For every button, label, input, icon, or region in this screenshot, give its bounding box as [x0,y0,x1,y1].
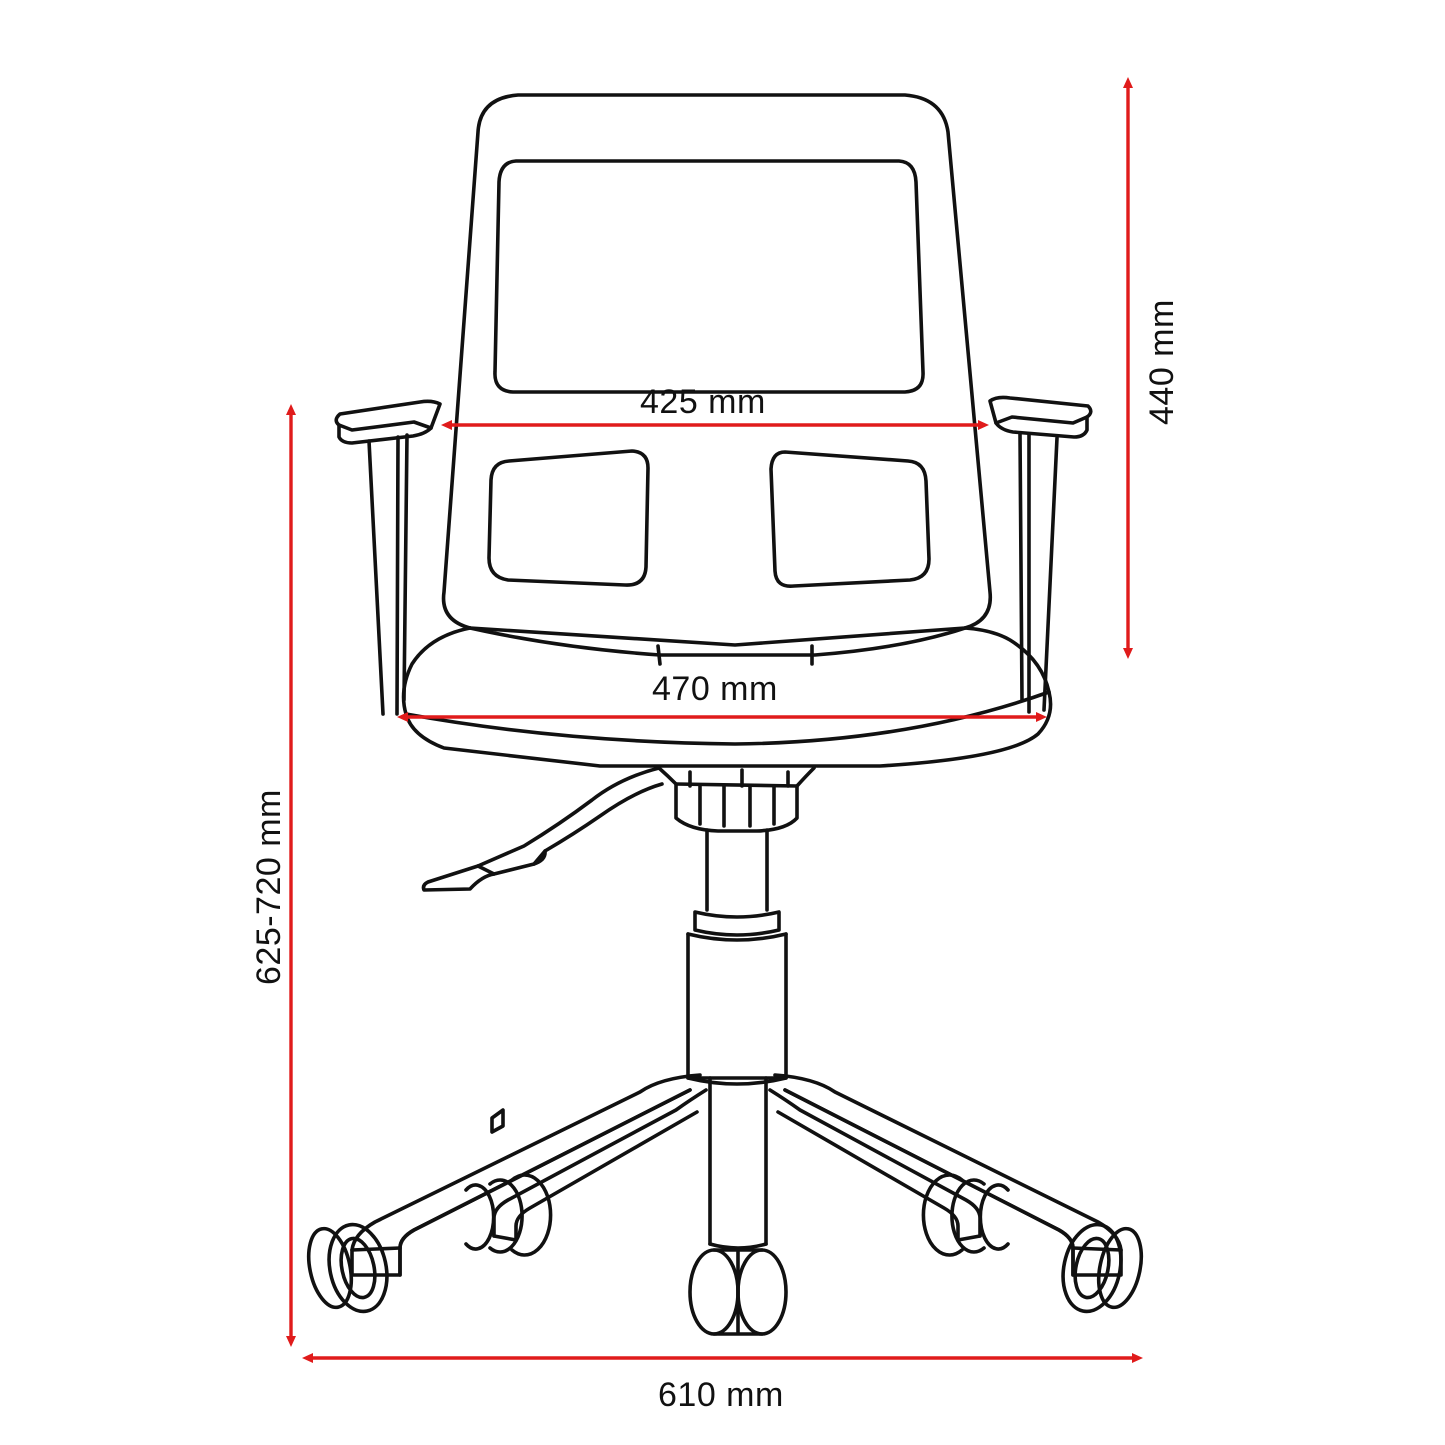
gas-cylinder-top-ellipse [686,932,788,942]
seat-back-tab-left [656,644,662,666]
caster-right-rear [921,1173,1010,1257]
backrest-frame [441,93,993,647]
lumbar-cutout-left [487,449,650,587]
base-arm-left-front-edge [398,1088,692,1277]
armrest-left-post [367,439,385,716]
base-column-center-foot [708,1242,768,1250]
base-arm-right-rear-cap [956,1234,982,1242]
seat [401,626,1053,768]
base-arm-left-front-cap [350,1246,402,1252]
armrest-right-post [1042,436,1059,712]
gas-cylinder-rod [705,828,769,912]
armrest-left-post-inner2 [402,433,409,702]
dimension-label-backrest-width: 425 mm [640,383,766,421]
seat-mechanism-slot [688,768,790,788]
armrest-right [988,395,1093,439]
caster-left-outer [306,1222,389,1314]
base-hub [686,1076,788,1086]
base-detail-notch [490,1108,505,1134]
seat-mechanism [657,766,816,833]
gas-cylinder [686,932,788,1080]
base-arm-right-rear-edge [776,1110,960,1242]
dimension-label-seat-height: 625-720 mm [250,789,288,985]
base-arm-right-front-edge [783,1088,1075,1277]
armrest-left-post-inner [395,435,400,716]
caster-front-center [688,1248,788,1336]
base-arm-left-rear-cap [492,1234,518,1242]
caster-right-outer [1061,1222,1144,1314]
lumbar-cutout-right [769,450,931,589]
seat-mechanism-top-plate [674,782,799,788]
height-adjust-lever [421,766,664,892]
armrest-left [334,399,442,445]
armrest-left-pad-edge [337,420,433,432]
caster-left-rear [464,1173,553,1257]
height-adjust-lever-grip [476,849,547,876]
armrest-right-pad-edge [994,415,1089,425]
backrest-mesh-panel [493,159,925,394]
base-arm-left-rear-edge [514,1110,699,1242]
dimension-label-backrest-height: 440 mm [1143,299,1181,425]
gas-cylinder-rod-collar [693,910,781,937]
dimension-label-base-width: 610 mm [658,1376,784,1414]
dimension-label-seat-width: 470 mm [652,670,778,708]
armrest-right-post-inner2 [1018,431,1024,702]
